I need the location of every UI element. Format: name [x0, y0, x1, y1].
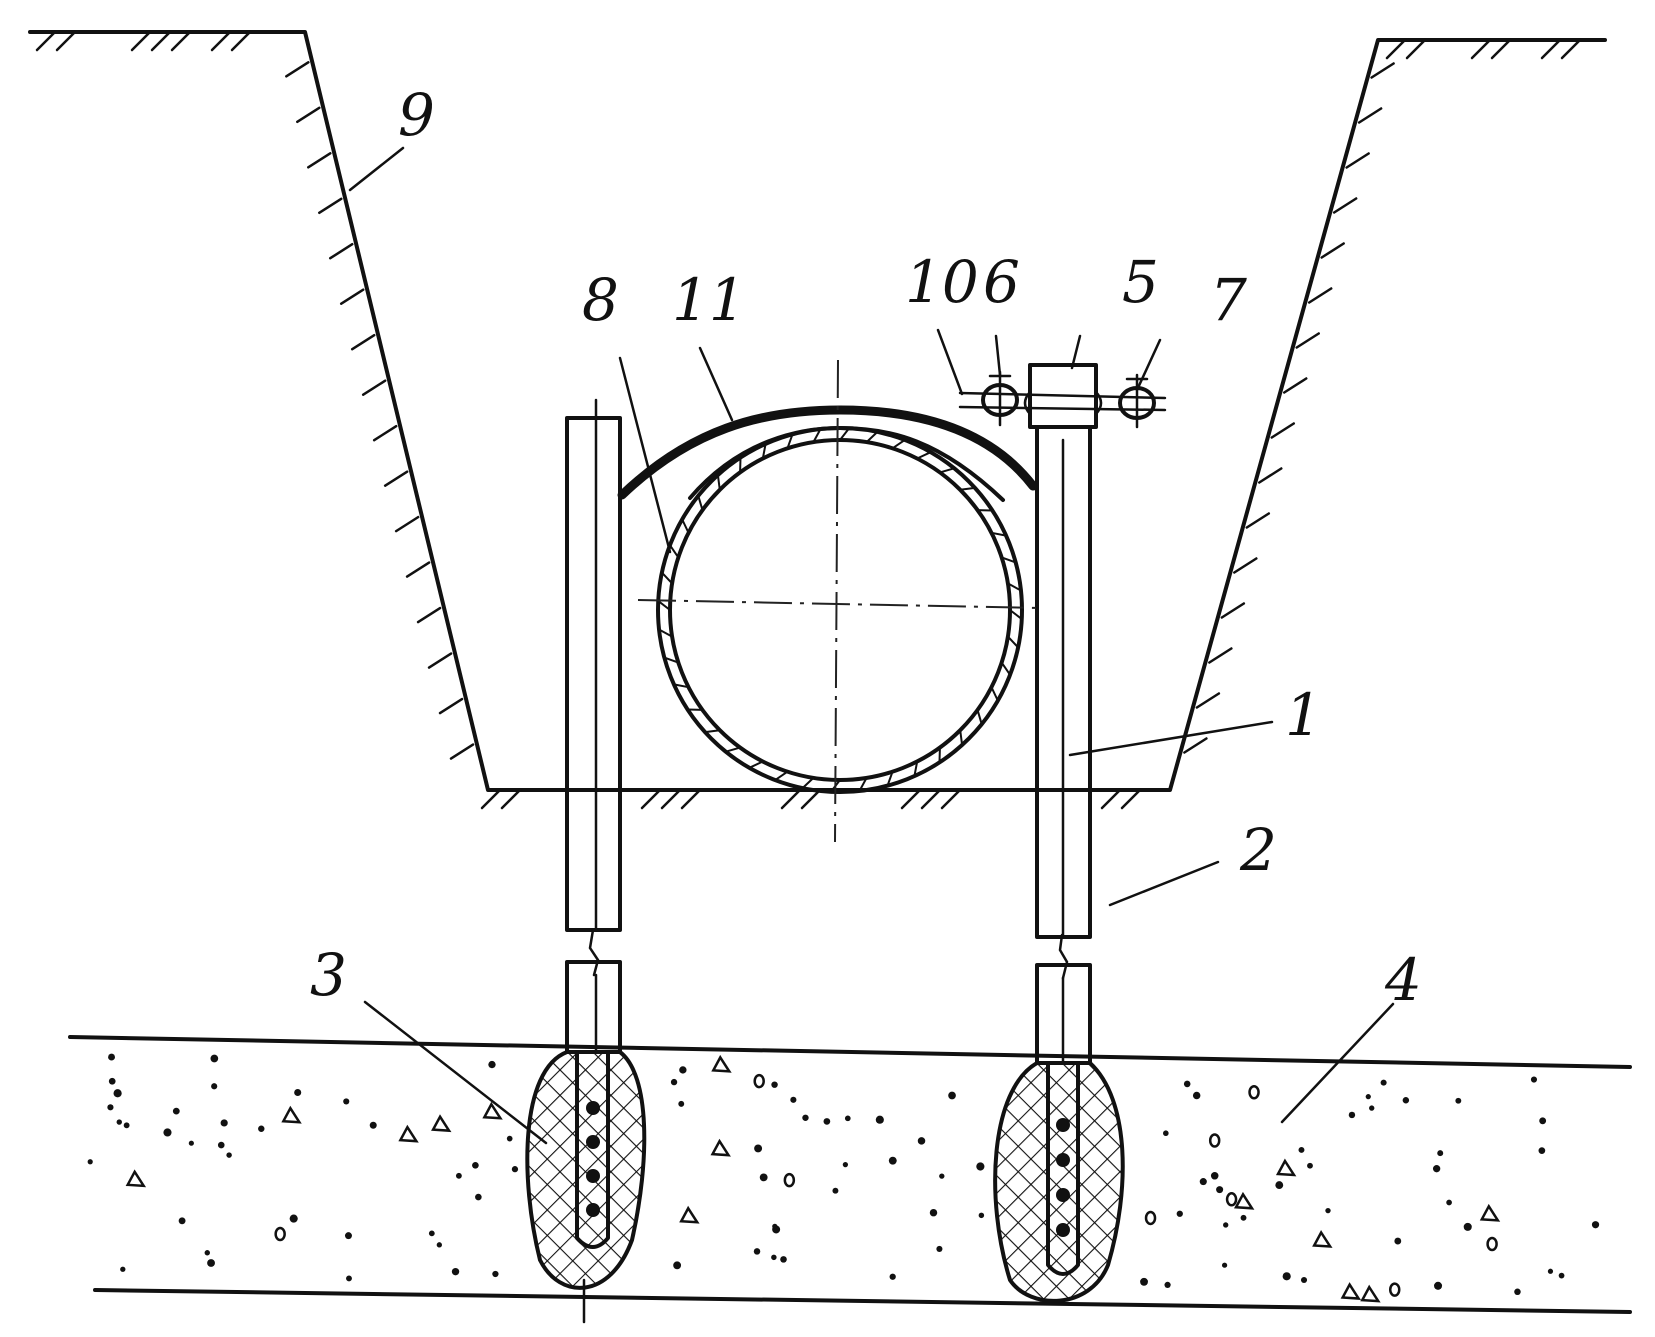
right-pile [995, 365, 1123, 1301]
label-6: 6 [983, 248, 1020, 316]
clamp-assembly [960, 372, 1165, 427]
label-11: 11 [672, 266, 746, 334]
left-pile [527, 400, 644, 1322]
label-7: 7 [1210, 266, 1247, 334]
right-anchor-bulb [995, 1063, 1123, 1301]
pipe-wall-hatching [658, 428, 1022, 792]
label-4: 4 [1384, 946, 1422, 1014]
part-labels: 9 8 11 10 6 5 7 1 2 3 4 [310, 81, 1422, 1014]
gravel-layer [70, 1037, 1630, 1312]
label-1: 1 [1285, 681, 1322, 749]
pipe [622, 360, 1040, 842]
label-9: 9 [398, 81, 435, 149]
trench [30, 32, 1605, 808]
label-3: 3 [310, 941, 347, 1009]
label-10: 10 [905, 248, 979, 316]
label-2: 2 [1239, 816, 1277, 884]
label-8: 8 [582, 266, 619, 334]
gravel-specks [88, 1054, 1600, 1301]
left-anchor-bulb [527, 1052, 644, 1288]
label-5: 5 [1122, 248, 1159, 316]
